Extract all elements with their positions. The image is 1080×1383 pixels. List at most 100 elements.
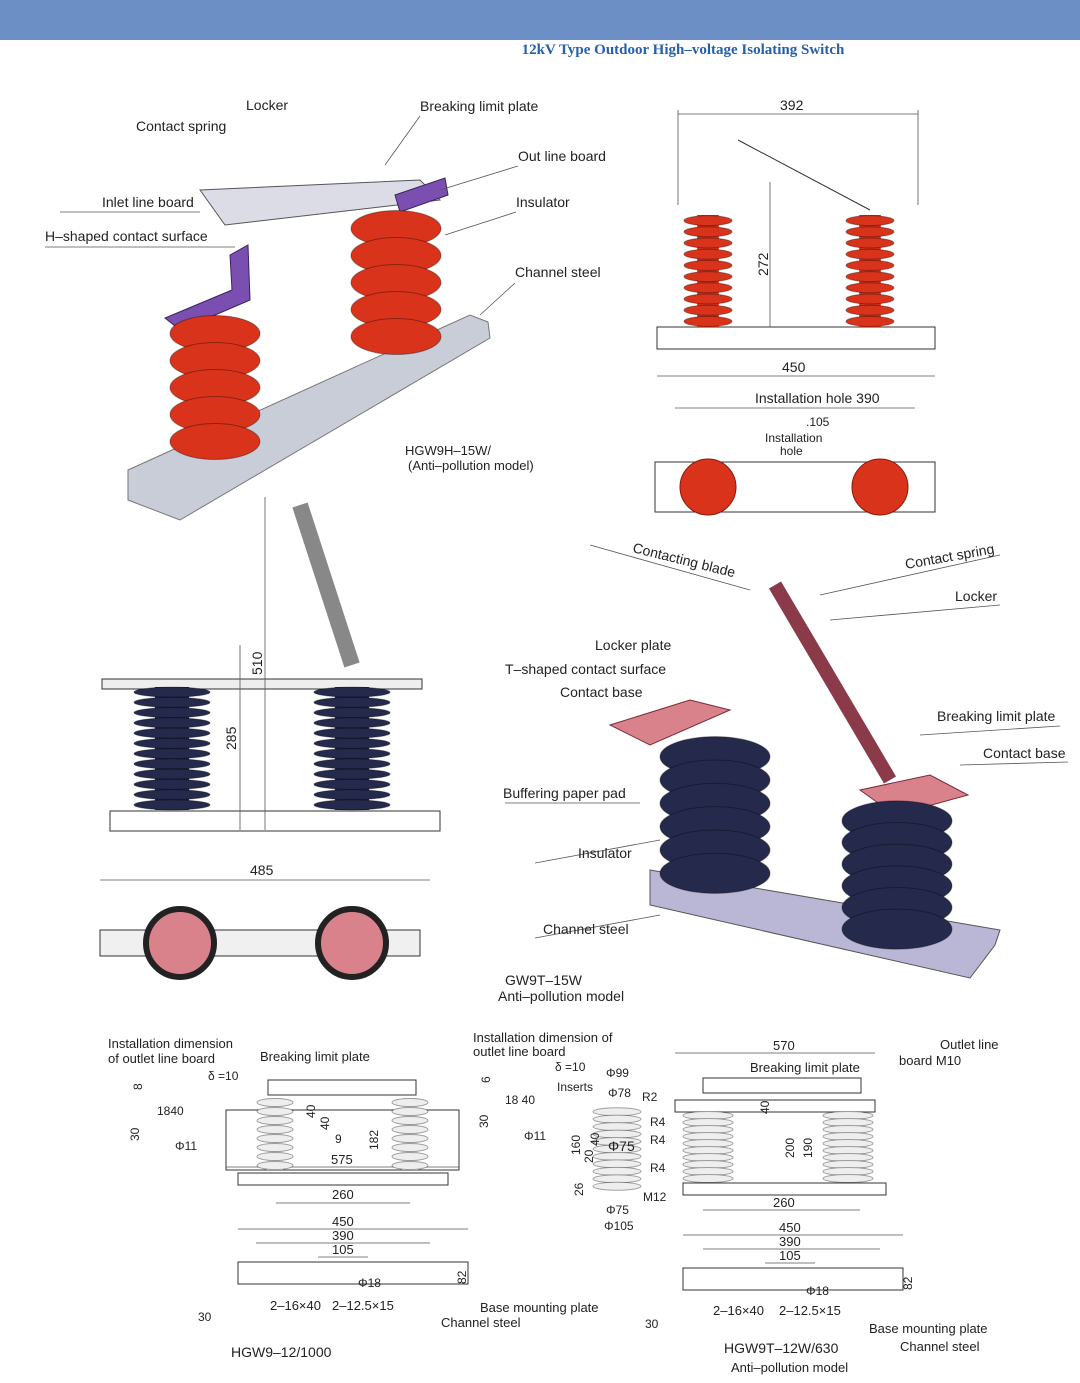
insulator-f-right (822, 1111, 874, 1183)
label-install-dim: Installation dimension (108, 1036, 233, 1051)
label-h-contact: H–shaped contact surface (45, 228, 208, 244)
dim-182: 182 (367, 1130, 381, 1150)
label-breaking-limit-plate: Breaking limit plate (750, 1060, 860, 1075)
dim-390: 390 (779, 1234, 801, 1249)
insulator-f-left (682, 1111, 734, 1183)
frame-f (674, 1099, 876, 1113)
insulators (133, 210, 953, 1191)
blade-a (199, 179, 442, 226)
dim-phi99: Φ99 (606, 1066, 629, 1080)
dim-105: .105 (806, 415, 830, 429)
insulator-plan-c-1 (315, 906, 389, 980)
channel-steel-a (127, 314, 491, 521)
dim-1840: 1840 (157, 1104, 184, 1118)
model-name: HGW9–12/1000 (231, 1344, 332, 1360)
technical-drawings (45, 110, 1069, 1291)
label-breaking-limit-plate: Breaking limit plate (420, 98, 538, 114)
blade-e (267, 1079, 417, 1096)
label-contact-base-right: Contact base (983, 745, 1066, 761)
dim-1840: 18 40 (505, 1093, 535, 1107)
dim-570: 570 (773, 1038, 795, 1053)
model-note: (Anti–pollution model) (408, 458, 534, 473)
label-outlet-1: Outlet line (940, 1037, 999, 1052)
dim-r4-b: R4 (650, 1133, 666, 1147)
label-channel-steel: Channel steel (515, 264, 601, 280)
base-f (682, 1182, 887, 1196)
model-note: Anti–pollution model (731, 1360, 848, 1375)
dim-30: 30 (128, 1127, 142, 1141)
insulator-c-left (133, 686, 211, 811)
dim-40: 40 (588, 1132, 602, 1146)
label-insulator: Insulator (516, 194, 570, 210)
dim-9: 9 (335, 1132, 342, 1146)
labels-hgw9-12: Installation dimension of outlet line bo… (108, 1036, 599, 1360)
dim-40a: 40 (304, 1104, 318, 1118)
dim-30: 30 (477, 1114, 491, 1128)
dim-holes-1: 2–16×40 (270, 1298, 321, 1313)
blade-f (702, 1077, 862, 1094)
label-locker: Locker (955, 588, 997, 604)
dim-delta: δ =10 (208, 1069, 239, 1083)
label-insulator: Insulator (578, 845, 632, 861)
insulator-b-right (845, 215, 895, 327)
model-name: GW9T–15W (505, 972, 583, 988)
label-contacting-blade: Contacting blade (631, 539, 737, 580)
dim-30b: 30 (198, 1310, 212, 1324)
label-inlet-line-board: Inlet line board (102, 194, 194, 210)
insulator-e-right (391, 1098, 429, 1170)
dim-190: 190 (801, 1138, 815, 1158)
dim-phi11: Φ11 (175, 1139, 197, 1153)
dim-105: 105 (332, 1242, 354, 1257)
dim-r4-c: R4 (650, 1161, 666, 1175)
insulator-b-left (683, 215, 733, 327)
dim-8: 8 (131, 1083, 145, 1090)
label-locker: Locker (246, 97, 288, 113)
dim-575: 575 (331, 1152, 353, 1167)
labels-hgw9h: Locker Contact spring Breaking limit pla… (45, 97, 606, 473)
dim-260: 260 (332, 1187, 354, 1202)
insulator-d-left (659, 736, 771, 894)
base-c (109, 810, 441, 832)
dim-phi18: Φ18 (358, 1276, 381, 1290)
insulator-e-left (256, 1098, 294, 1170)
insulator-a-left (169, 315, 261, 460)
dim-phi11: Φ11 (524, 1129, 546, 1143)
base-e (237, 1172, 449, 1186)
dim-272: 272 (755, 252, 771, 276)
dim-phi18: Φ18 (806, 1284, 829, 1298)
labels-hgw9t-12: Installation dimension of outlet line bo… (473, 1030, 999, 1375)
dim-390: 390 (332, 1228, 354, 1243)
model-note: Anti–pollution model (498, 988, 624, 1004)
dim-510: 510 (249, 651, 265, 675)
contacting-blade-d (768, 581, 897, 784)
dim-485: 485 (250, 862, 274, 878)
insulator-c-right (313, 686, 391, 811)
dim-holes-2: 2–12.5×15 (779, 1303, 841, 1318)
label-out-line-board: Out line board (518, 148, 606, 164)
dim-20: 20 (582, 1149, 596, 1163)
label-channel-steel: Channel steel (441, 1315, 521, 1330)
insulator-plan-c-0 (143, 906, 217, 980)
insulator-plan-b-1 (851, 458, 909, 516)
dim-phi75: Φ75 (606, 1203, 629, 1217)
label-channel-steel: Channel steel (900, 1339, 980, 1354)
insulator-f-section (592, 1107, 642, 1191)
labels-mid-dims: 510 285 485 (223, 651, 274, 878)
dim-phi78: Φ78 (608, 1086, 631, 1100)
dim-r2: R2 (642, 1090, 658, 1104)
page-title: 12kV Type Outdoor High–voltage Isolating… (521, 42, 845, 58)
cap-c (101, 678, 423, 690)
dim-200: 200 (783, 1138, 797, 1158)
dim-holes-2: 2–12.5×15 (332, 1298, 394, 1313)
dim-40: 40 (758, 1100, 772, 1114)
label-contact-spring: Contact spring (904, 541, 996, 572)
dim-delta: δ =10 (555, 1060, 586, 1074)
label-install-dim: Installation dimension of (473, 1030, 613, 1045)
dim-82: 82 (455, 1270, 469, 1284)
contact-base-left-d (608, 699, 732, 746)
dim-160: 160 (569, 1135, 583, 1155)
dim-6: 6 (479, 1076, 493, 1083)
label-hole: hole (780, 444, 803, 458)
